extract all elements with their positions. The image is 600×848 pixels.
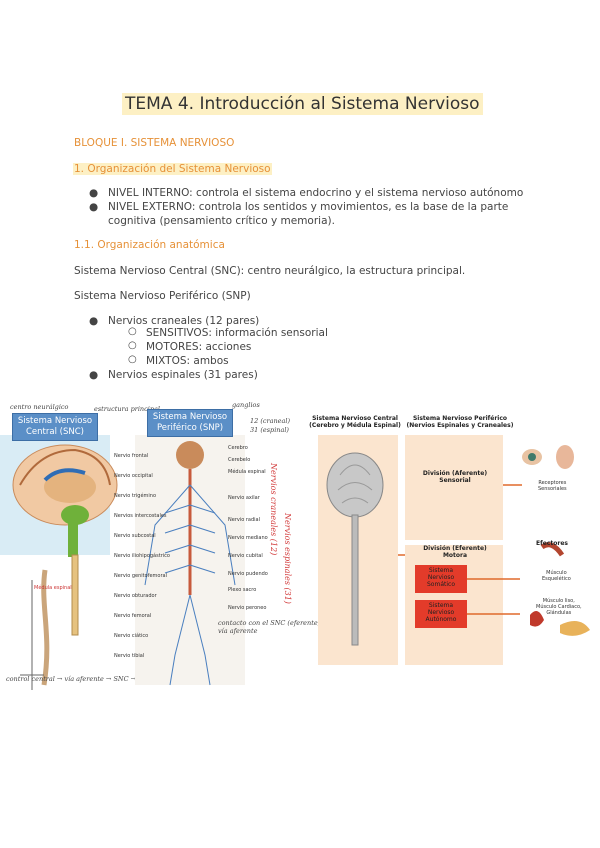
nerve-label: Nervio occipital xyxy=(114,473,153,479)
nerve-label: Cerebelo xyxy=(228,457,251,463)
handwritten-note-red: Nervios espinales (31) xyxy=(283,513,292,604)
bullet-dot: ● xyxy=(89,187,99,199)
nerve-label: Nervio pudendo xyxy=(228,571,268,577)
nerve-label: Nervio trigémino xyxy=(114,493,157,499)
snp-diagram-title: Sistema Nervioso Periférico (Nervios Esp… xyxy=(406,415,514,429)
block-heading: BLOQUE I. SISTEMA NERVIOSO xyxy=(74,137,235,149)
bullet-item: ● Nervios craneales (12 pares) xyxy=(89,315,260,327)
brain-sagittal-illustration xyxy=(0,435,118,690)
handwritten-note: vía aferente xyxy=(218,627,258,635)
section-heading-1: 1. Organización del Sistema Nervioso xyxy=(73,163,272,175)
nerve-label: Nervio subcostal xyxy=(114,533,156,539)
nerve-label: Nervio ciático xyxy=(114,633,149,639)
nerve-label: Nervio tibial xyxy=(114,653,145,659)
handwritten-note: centro neurálgico xyxy=(10,403,69,411)
nerve-label: Médula espinal xyxy=(228,469,266,475)
musculo-esqueletico-label: Músculo Esquelético xyxy=(542,570,571,582)
nerve-label: Nervio cubital xyxy=(228,553,263,559)
peripheral-nerves-body-illustration xyxy=(135,435,245,686)
autonomo-box-label: Sistema Nervioso Autónomo xyxy=(425,602,457,623)
label-medula: Médula espinal xyxy=(34,585,72,591)
handwritten-note: ganglios xyxy=(232,401,260,409)
aferente-division-label: División (Aferente) Sensorial xyxy=(422,470,488,484)
bullet-item: ● Nervios espinales (31 pares) xyxy=(89,369,258,381)
sub-bullet-item: ○SENSITIVOS: información sensorial xyxy=(128,326,328,339)
nerve-label: Nervio frontal xyxy=(114,453,149,459)
nervous-system-figure: Sistema Nervioso Central (SNC) centro ne… xyxy=(0,395,600,695)
nerve-label: Nervios intercostales xyxy=(114,513,167,519)
snc-label-box: Sistema Nervioso Central (SNC) xyxy=(12,413,98,441)
handwritten-note: estructura principal xyxy=(94,405,160,413)
nerve-label: Nervio iliohipogástrico xyxy=(114,553,170,559)
snc-paragraph: Sistema Nervioso Central (SNC): centro n… xyxy=(74,265,466,277)
nerve-label: Cerebro xyxy=(228,445,248,451)
snc-diagram-title: Sistema Nervioso Central (Cerebro y Médu… xyxy=(309,415,401,429)
nerve-label: Plexo sacro xyxy=(228,587,257,593)
efectores-label: Efectores xyxy=(536,540,568,547)
nerve-label: Nervio femoral xyxy=(114,613,152,619)
section-heading-1-1: 1.1. Organización anatómica xyxy=(74,239,225,251)
eferente-division-label: División (Eferente) Motora xyxy=(423,545,487,559)
bullet-dot: ● xyxy=(89,369,99,381)
handwritten-note: 12 (craneal) xyxy=(250,417,291,425)
bullet-dot: ● xyxy=(89,201,99,213)
bullet-dot: ● xyxy=(89,315,99,327)
nerve-label: Nervio radial xyxy=(228,517,261,523)
snp-label-box: Sistema Nervioso Periférico (SNP) xyxy=(147,409,233,437)
snc-snp-block-diagram xyxy=(318,435,590,665)
receptores-label: Receptores Sensoriales xyxy=(538,480,567,492)
nerve-label: Nervio peroneo xyxy=(228,605,267,611)
nerve-label: Nervio obturador xyxy=(114,593,157,599)
bullet-item: ● NIVEL EXTERNO: controla los sentidos y… xyxy=(89,201,509,213)
sub-bullet-item: ○MIXTOS: ambos xyxy=(128,354,229,367)
bullet-item: ● NIVEL INTERNO: controla el sistema end… xyxy=(89,187,524,199)
sub-bullet-item: ○MOTORES: acciones xyxy=(128,340,252,353)
snp-paragraph: Sistema Nervioso Periférico (SNP) xyxy=(74,290,251,302)
handwritten-note: 31 (espinal) xyxy=(250,426,289,434)
handwritten-note: control central → vía aferente → SNC → e… xyxy=(6,675,191,683)
handwritten-note: contacto con el SNC (eferente) xyxy=(218,619,321,627)
nerve-label: Nervio axilar xyxy=(228,495,260,501)
nerve-label: Nervio genitofemoral xyxy=(114,573,167,579)
somatico-box-label: Sistema Nervioso Somático xyxy=(427,567,455,588)
handwritten-note-red: Nervios craneales (12) xyxy=(269,463,278,556)
nerve-label: Nervio mediano xyxy=(228,535,268,541)
bullet-continuation: cognitiva (pensamiento crítico y memoria… xyxy=(108,215,335,227)
page-title: TEMA 4. Introducción al Sistema Nervioso xyxy=(122,93,483,115)
musculo-liso-label: Músculo liso, Músculo Cardiaco, Glándula… xyxy=(536,598,582,616)
